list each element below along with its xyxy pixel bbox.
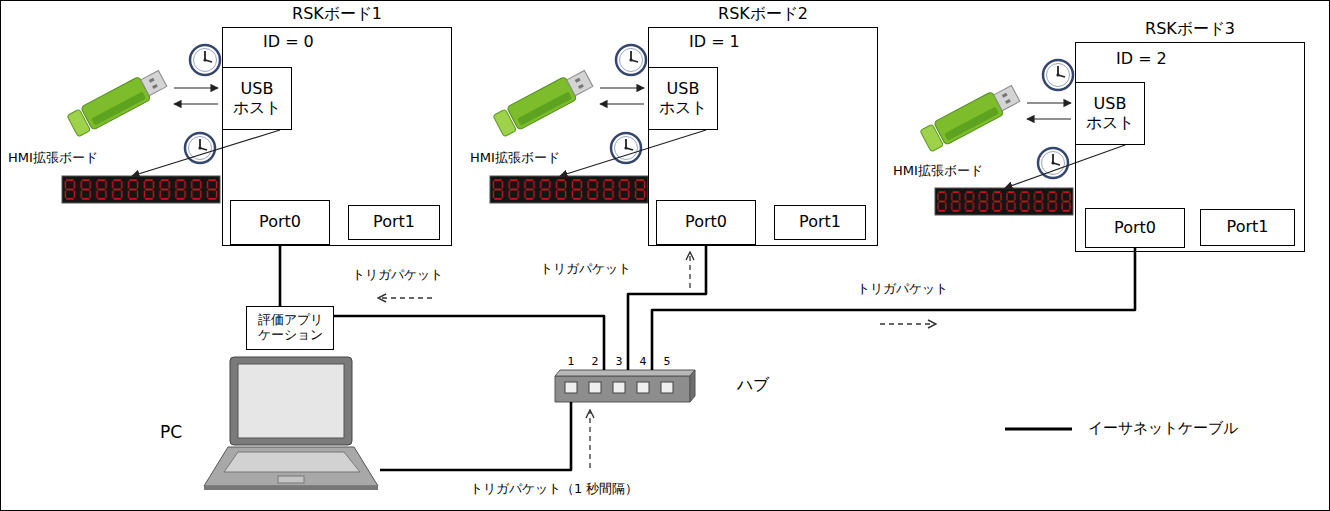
packet-label: トリガパケット — [857, 282, 948, 297]
node-label: HMI拡張ボード — [8, 151, 98, 166]
node-label: Port0 — [259, 213, 301, 231]
ethernet-cable — [652, 248, 1135, 370]
node-label: HMI拡張ボード — [893, 164, 983, 179]
display-arrow — [560, 130, 706, 176]
node-label: Port1 — [373, 213, 415, 231]
port-number: 1 — [565, 356, 577, 369]
display-arrow — [132, 130, 280, 176]
board-id: ID = 1 — [689, 33, 740, 51]
board-title: RSKボード3 — [1076, 20, 1304, 38]
ethernet-cable — [380, 402, 571, 470]
laptop-icon — [204, 357, 378, 490]
ethernet-port: Port0 — [230, 200, 330, 245]
node-label: USB ホスト — [1078, 95, 1142, 132]
ethernet-port: Port0 — [656, 200, 756, 245]
display-arrow — [1005, 145, 1125, 188]
ethernet-cable — [628, 245, 706, 370]
ethernet-port: Port0 — [1085, 208, 1185, 248]
usb-host-block: USB ホスト — [222, 67, 292, 130]
rsk-board: RSKボード1ID = 0USB ホストPort0Port1 — [222, 27, 452, 246]
ethernet-port: Port1 — [774, 205, 866, 240]
usb-stick-clock-group — [66, 45, 220, 163]
node-label: Port0 — [685, 213, 727, 231]
rsk-board: RSKボード2ID = 1USB ホストPort0Port1 — [648, 27, 878, 246]
node-label: 評価アプリ ケーション — [249, 313, 331, 343]
legend-line-sample — [1005, 428, 1072, 431]
port-number: 3 — [613, 356, 625, 369]
hmi-display: HMI拡張ボード — [935, 188, 1073, 215]
node-label: Port0 — [1114, 219, 1156, 237]
ethernet-port: Port1 — [1200, 209, 1295, 246]
usb-stick-clock-group — [919, 60, 1073, 178]
pc-laptop: PC — [200, 355, 380, 490]
node-label: Port1 — [799, 213, 841, 231]
packet-label: トリガパケット — [352, 268, 443, 283]
board-id: ID = 2 — [1116, 50, 1167, 68]
ethernet-port: Port1 — [348, 205, 440, 240]
seven-segment-display — [62, 176, 1073, 215]
node-label: USB ホスト — [651, 80, 715, 117]
packet-label: トリガパケット — [540, 262, 631, 277]
board-title: RSKボード1 — [223, 5, 451, 23]
node-label: USB ホスト — [225, 80, 289, 117]
usb-host-block: USB ホスト — [1075, 82, 1145, 145]
rsk-board: RSKボード3ID = 2USB ホストPort0Port1 — [1075, 42, 1305, 252]
trigger-packet-arrow — [378, 252, 936, 468]
application-box: 評価アプリ ケーション — [246, 306, 334, 350]
legend-text: イーサネットケーブル — [1088, 420, 1238, 437]
usb-stick-clock-group — [492, 45, 646, 163]
port-number: 4 — [637, 356, 649, 369]
network-hub: ハブ — [555, 370, 692, 402]
node-label: Port1 — [1227, 218, 1269, 236]
port-number: 5 — [661, 356, 673, 369]
board-id: ID = 0 — [263, 33, 314, 51]
hub-icon — [555, 370, 695, 402]
hmi-display: HMI拡張ボード — [490, 176, 648, 203]
board-title: RSKボード2 — [649, 5, 877, 23]
node-label: HMI拡張ボード — [470, 151, 560, 166]
node-label: ハブ — [737, 376, 769, 394]
packet-label: トリガパケット（1 秒間隔） — [470, 482, 638, 497]
usb-host-block: USB ホスト — [648, 67, 718, 130]
hmi-display: HMI拡張ボード — [62, 176, 220, 203]
port-number: 2 — [589, 356, 601, 369]
node-label: PC — [160, 423, 182, 443]
